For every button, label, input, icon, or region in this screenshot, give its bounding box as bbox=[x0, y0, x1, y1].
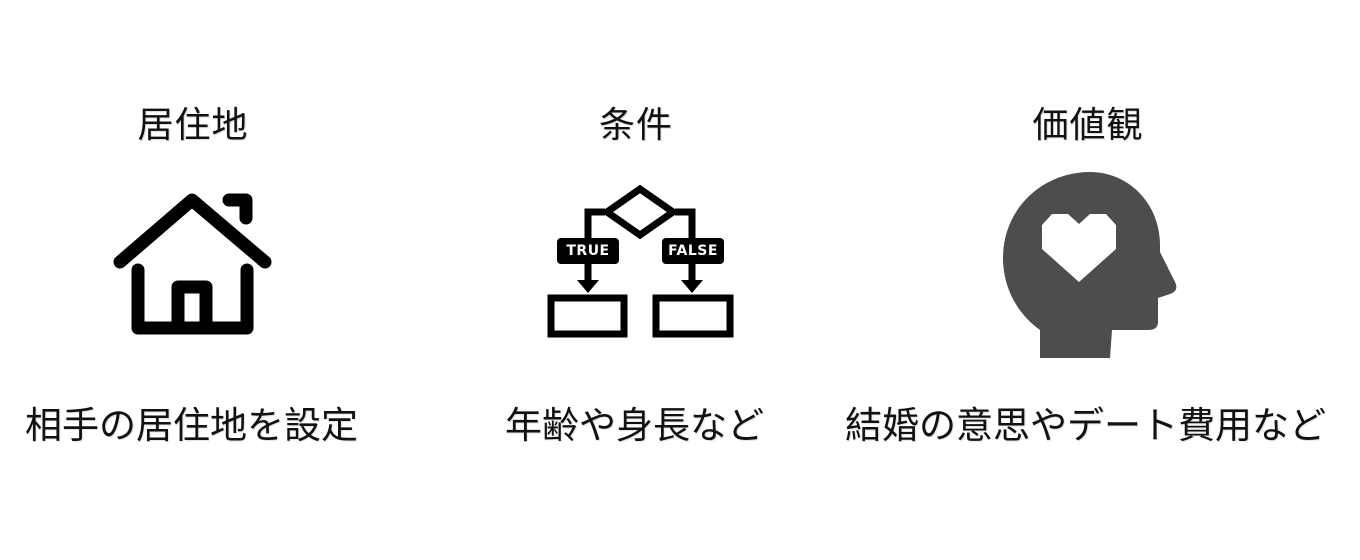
flowchart-lines-icon bbox=[547, 184, 734, 338]
title-values: 価値観 bbox=[1032, 105, 1144, 146]
house-icon bbox=[113, 193, 272, 335]
description-residence: 相手の居住地を設定 bbox=[25, 404, 358, 447]
flowchart-icon: TRUE FALSE bbox=[540, 180, 740, 350]
head-heart-icon bbox=[1003, 172, 1177, 358]
title-conditions: 条件 bbox=[598, 105, 673, 146]
description-values: 結婚の意思やデート費用など bbox=[845, 404, 1326, 447]
description-conditions: 年齢や身長など bbox=[505, 404, 764, 447]
false-label: FALSE bbox=[668, 243, 718, 259]
true-label: TRUE bbox=[566, 243, 610, 259]
title-residence: 居住地 bbox=[137, 105, 249, 146]
